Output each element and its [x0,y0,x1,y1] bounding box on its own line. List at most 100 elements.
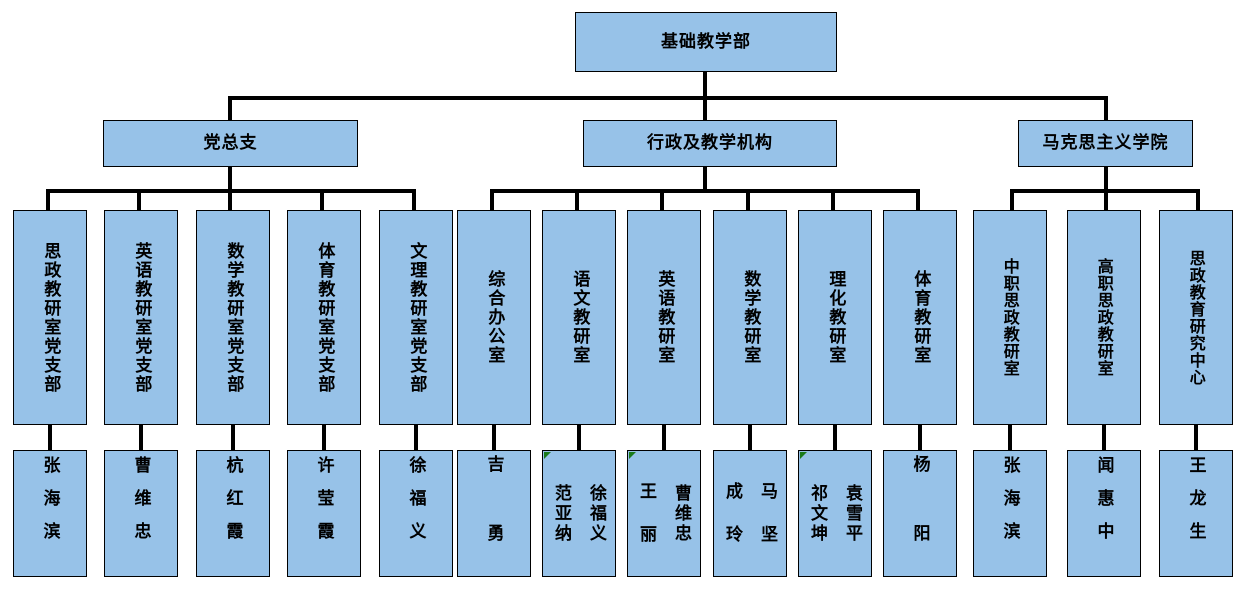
node-unit-u2[interactable]: 英语教研室党支部 [104,210,178,425]
connector-drop-marx [1104,96,1108,120]
connector-admin-drop-1 [490,189,494,211]
connector-marx-stem [1104,167,1108,191]
name-u7-1: 范亚纳 [551,483,571,544]
namebox-u12[interactable]: 张海滨 [973,450,1047,577]
node-unit-u10[interactable]: 理化教研室 [798,210,872,425]
name-u10-1: 祁文坤 [807,483,827,544]
namebox-u10[interactable]: 袁雪平 祁文坤 [798,450,872,577]
connector-admin-drop-3 [660,189,664,211]
connector-unit-u13-name [1102,425,1106,452]
node-unit-u4-label: 体育教研室党支部 [314,241,335,394]
connector-party-drop-1 [46,189,50,211]
node-unit-u5-label: 文理教研室党支部 [406,241,427,394]
name-u9-0: 马 坚 [757,482,777,545]
namebox-u11[interactable]: 杨 阳 [883,450,957,577]
node-unit-u8-label: 英语教研室 [654,270,675,365]
namebox-u5[interactable]: 徐福义 [379,450,453,577]
namebox-u6[interactable]: 吉 勇 [457,450,531,577]
node-unit-u3-label: 数学教研室党支部 [223,241,244,394]
node-branch-party-label: 党总支 [203,133,258,154]
connector-admin-drop-2 [575,189,579,211]
connector-level2-bus [228,96,1108,100]
node-unit-u3[interactable]: 数学教研室党支部 [196,210,270,425]
node-unit-u12[interactable]: 中职思政教研室 [973,210,1047,425]
node-unit-u7-label: 语文教研室 [569,270,590,365]
node-unit-u11-label: 体育教研室 [910,270,931,365]
name-u13-0: 闻惠中 [1093,456,1114,555]
connector-admin-drop-6 [916,189,920,211]
name-u8-1: 王 丽 [636,482,656,545]
connector-unit-u14-name [1194,425,1198,452]
node-branch-party[interactable]: 党总支 [103,120,358,167]
node-unit-u9-label: 数学教研室 [740,270,761,365]
name-u2-0: 曹维忠 [130,456,151,555]
node-unit-u11[interactable]: 体育教研室 [883,210,957,425]
connector-marx-drop-3 [1196,189,1200,211]
name-u6-0: 吉 勇 [483,454,504,557]
namebox-u13[interactable]: 闻惠中 [1067,450,1141,577]
connector-unit-u1-name [48,425,52,452]
connector-unit-u11-name [918,425,922,452]
node-unit-u13-label: 高职思政教研室 [1094,258,1114,377]
connector-unit-u7-name [577,425,581,452]
connector-unit-u8-name [662,425,666,452]
node-unit-u7[interactable]: 语文教研室 [542,210,616,425]
connector-unit-u5-name [414,425,418,452]
connector-unit-u10-name [833,425,837,452]
node-unit-u8[interactable]: 英语教研室 [627,210,701,425]
name-u5-0: 徐福义 [405,456,426,555]
node-unit-u6[interactable]: 综合办公室 [457,210,531,425]
node-unit-u14-label: 思政教育研究中心 [1186,249,1206,386]
connector-unit-u2-name [139,425,143,452]
connector-drop-admin [703,96,707,120]
connector-party-drop-3 [228,189,232,211]
node-branch-marx[interactable]: 马克思主义学院 [1018,120,1193,167]
node-unit-u1[interactable]: 思政教研室党支部 [13,210,87,425]
node-branch-admin[interactable]: 行政及教学机构 [583,120,837,167]
comment-marker-icon [629,452,636,459]
name-u9-1: 成 玲 [722,482,742,545]
name-u11-0: 杨 阳 [909,454,930,557]
namebox-u7[interactable]: 徐福义 范亚纳 [542,450,616,577]
connector-drop-party [228,96,232,120]
connector-party-drop-2 [137,189,141,211]
comment-marker-icon [800,452,807,459]
node-branch-admin-label: 行政及教学机构 [647,133,773,154]
connector-party-stem [228,167,232,191]
node-unit-u9[interactable]: 数学教研室 [713,210,787,425]
name-u7-0: 徐福义 [586,483,606,544]
namebox-u4[interactable]: 许莹霞 [287,450,361,577]
connector-unit-u6-name [492,425,496,452]
node-unit-u14[interactable]: 思政教育研究中心 [1159,210,1233,425]
namebox-u2[interactable]: 曹维忠 [104,450,178,577]
namebox-u1[interactable]: 张海滨 [13,450,87,577]
connector-party-drop-4 [320,189,324,211]
connector-unit-u9-name [748,425,752,452]
connector-unit-u12-name [1008,425,1012,452]
namebox-u8[interactable]: 曹维忠 王 丽 [627,450,701,577]
node-unit-u10-label: 理化教研室 [825,270,846,365]
namebox-u14[interactable]: 王龙生 [1159,450,1233,577]
connector-party-drop-5 [412,189,416,211]
node-unit-u6-label: 综合办公室 [484,270,505,365]
node-unit-u5[interactable]: 文理教研室党支部 [379,210,453,425]
node-branch-marx-label: 马克思主义学院 [1042,133,1169,154]
connector-unit-u4-name [322,425,326,452]
connector-admin-stem [703,167,707,191]
comment-marker-icon [544,452,551,459]
connector-unit-u3-name [231,425,235,452]
connector-admin-drop-4 [746,189,750,211]
namebox-u9[interactable]: 马 坚 成 玲 [713,450,787,577]
name-u12-0: 张海滨 [999,456,1020,555]
node-unit-u1-label: 思政教研室党支部 [40,241,61,394]
node-root[interactable]: 基础教学部 [575,12,837,72]
name-u8-0: 曹维忠 [671,483,691,544]
node-unit-u4[interactable]: 体育教研室党支部 [287,210,361,425]
node-unit-u2-label: 英语教研室党支部 [131,241,152,394]
namebox-u3[interactable]: 杭红霞 [196,450,270,577]
node-unit-u12-label: 中职思政教研室 [1000,258,1020,377]
connector-marx-drop-2 [1104,189,1108,211]
node-root-label: 基础教学部 [661,31,751,52]
node-unit-u13[interactable]: 高职思政教研室 [1067,210,1141,425]
